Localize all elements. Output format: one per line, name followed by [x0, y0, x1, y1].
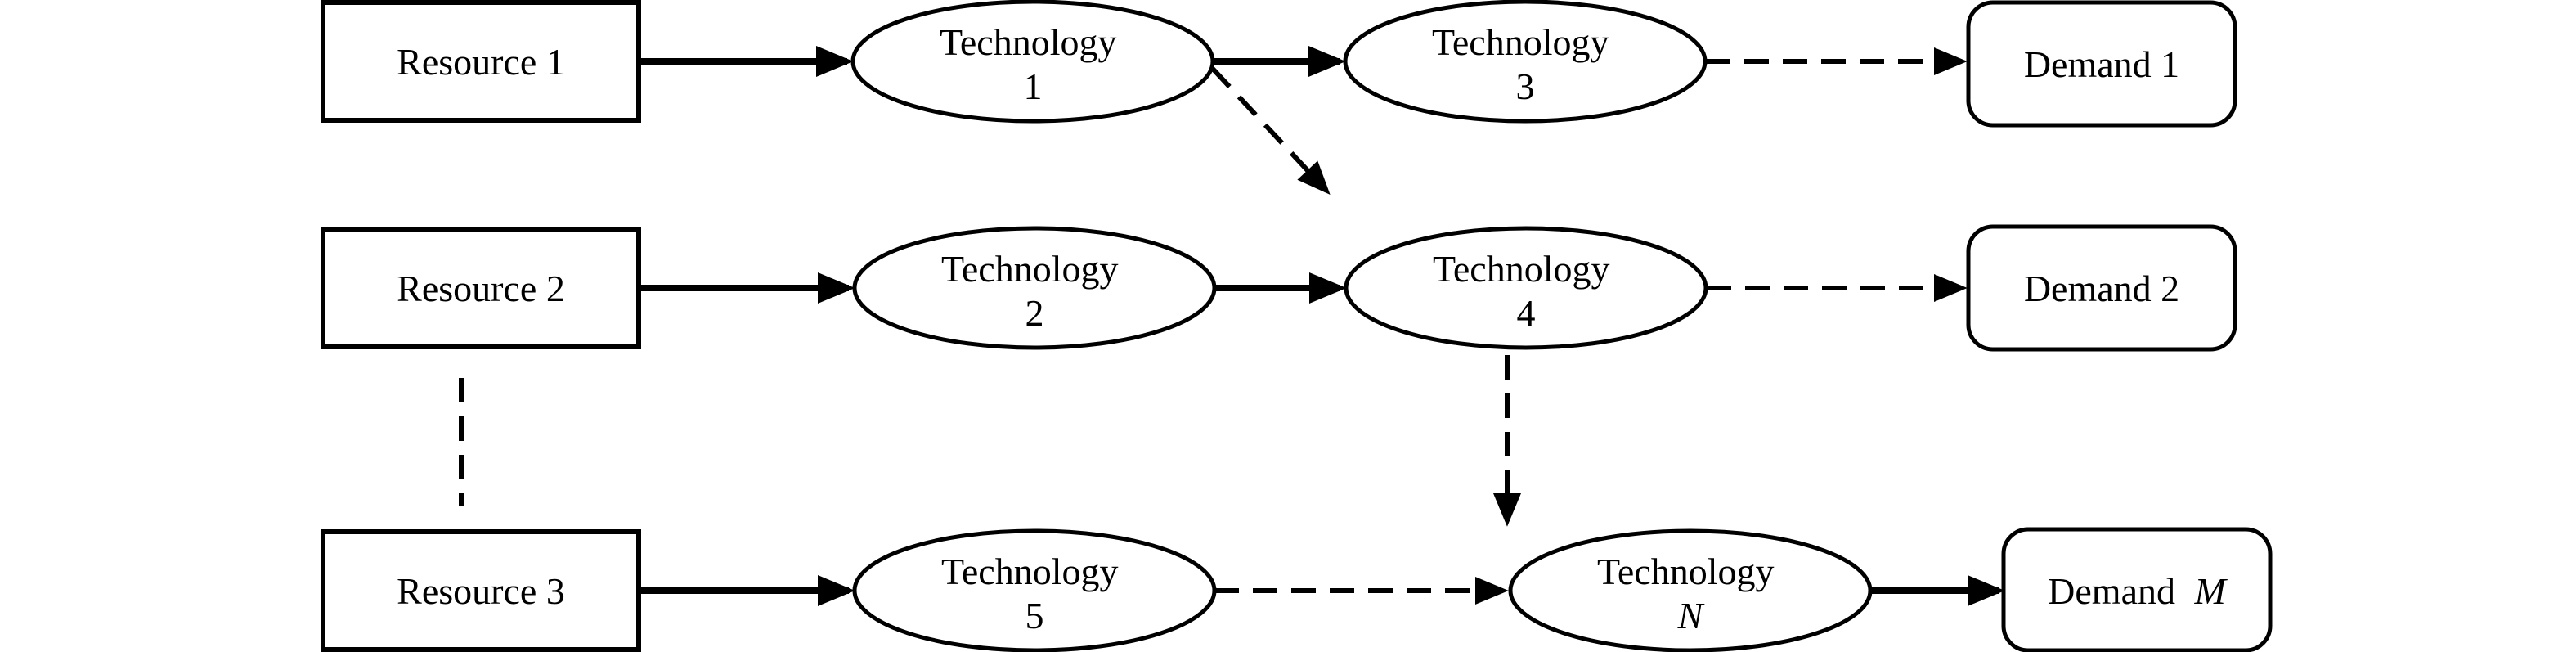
technology5-ellipse: [852, 528, 1217, 652]
resource1-box: [321, 0, 641, 123]
technology4-label: Technology 4: [1433, 248, 1619, 334]
technologyN-label: Technology N: [1597, 551, 1784, 636]
technology3-label: Technology 3: [1432, 21, 1618, 107]
demand2-label: Demand 2: [2024, 268, 2179, 309]
resource3-box: [321, 529, 641, 652]
resource3-label: Resource 3: [397, 570, 565, 612]
node-demandM: Demand M: [2001, 527, 2273, 652]
demandM-box: [2001, 527, 2273, 652]
demand2-box: [1966, 224, 2237, 352]
technology1-ellipse: [850, 0, 1215, 124]
node-technologyN: Technology N: [1508, 528, 1873, 652]
node-technology4: Technology 4: [1344, 226, 1708, 350]
node-technology3: Technology 3: [1343, 0, 1708, 124]
node-resource1: Resource 1: [321, 0, 641, 123]
node-resource2: Resource 2: [321, 227, 641, 349]
technology2-label: Technology 2: [941, 248, 1128, 334]
technologyN-ellipse: [1508, 528, 1873, 652]
node-demand2: Demand 2: [1966, 224, 2237, 352]
demand1-label: Demand 1: [2024, 43, 2179, 85]
technology3-ellipse: [1343, 0, 1708, 124]
resource1-label: Resource 1: [397, 41, 565, 83]
demandM-label: Demand M: [2048, 570, 2228, 612]
node-technology2: Technology 2: [852, 226, 1217, 350]
technology2-ellipse: [852, 226, 1217, 350]
technology5-label: Technology 5: [941, 551, 1128, 636]
technology1-label: Technology 1: [940, 21, 1126, 107]
resource2-label: Resource 2: [397, 268, 565, 309]
technology4-ellipse: [1344, 226, 1708, 350]
node-technology5: Technology 5: [852, 528, 1217, 652]
node-demand1: Demand 1: [1966, 0, 2237, 128]
resource2-box: [321, 227, 641, 349]
node-resource3: Resource 3: [321, 529, 641, 652]
edge-technology1-technology4: [1210, 66, 1331, 195]
demand1-box: [1966, 0, 2237, 128]
node-technology1: Technology 1: [850, 0, 1215, 124]
